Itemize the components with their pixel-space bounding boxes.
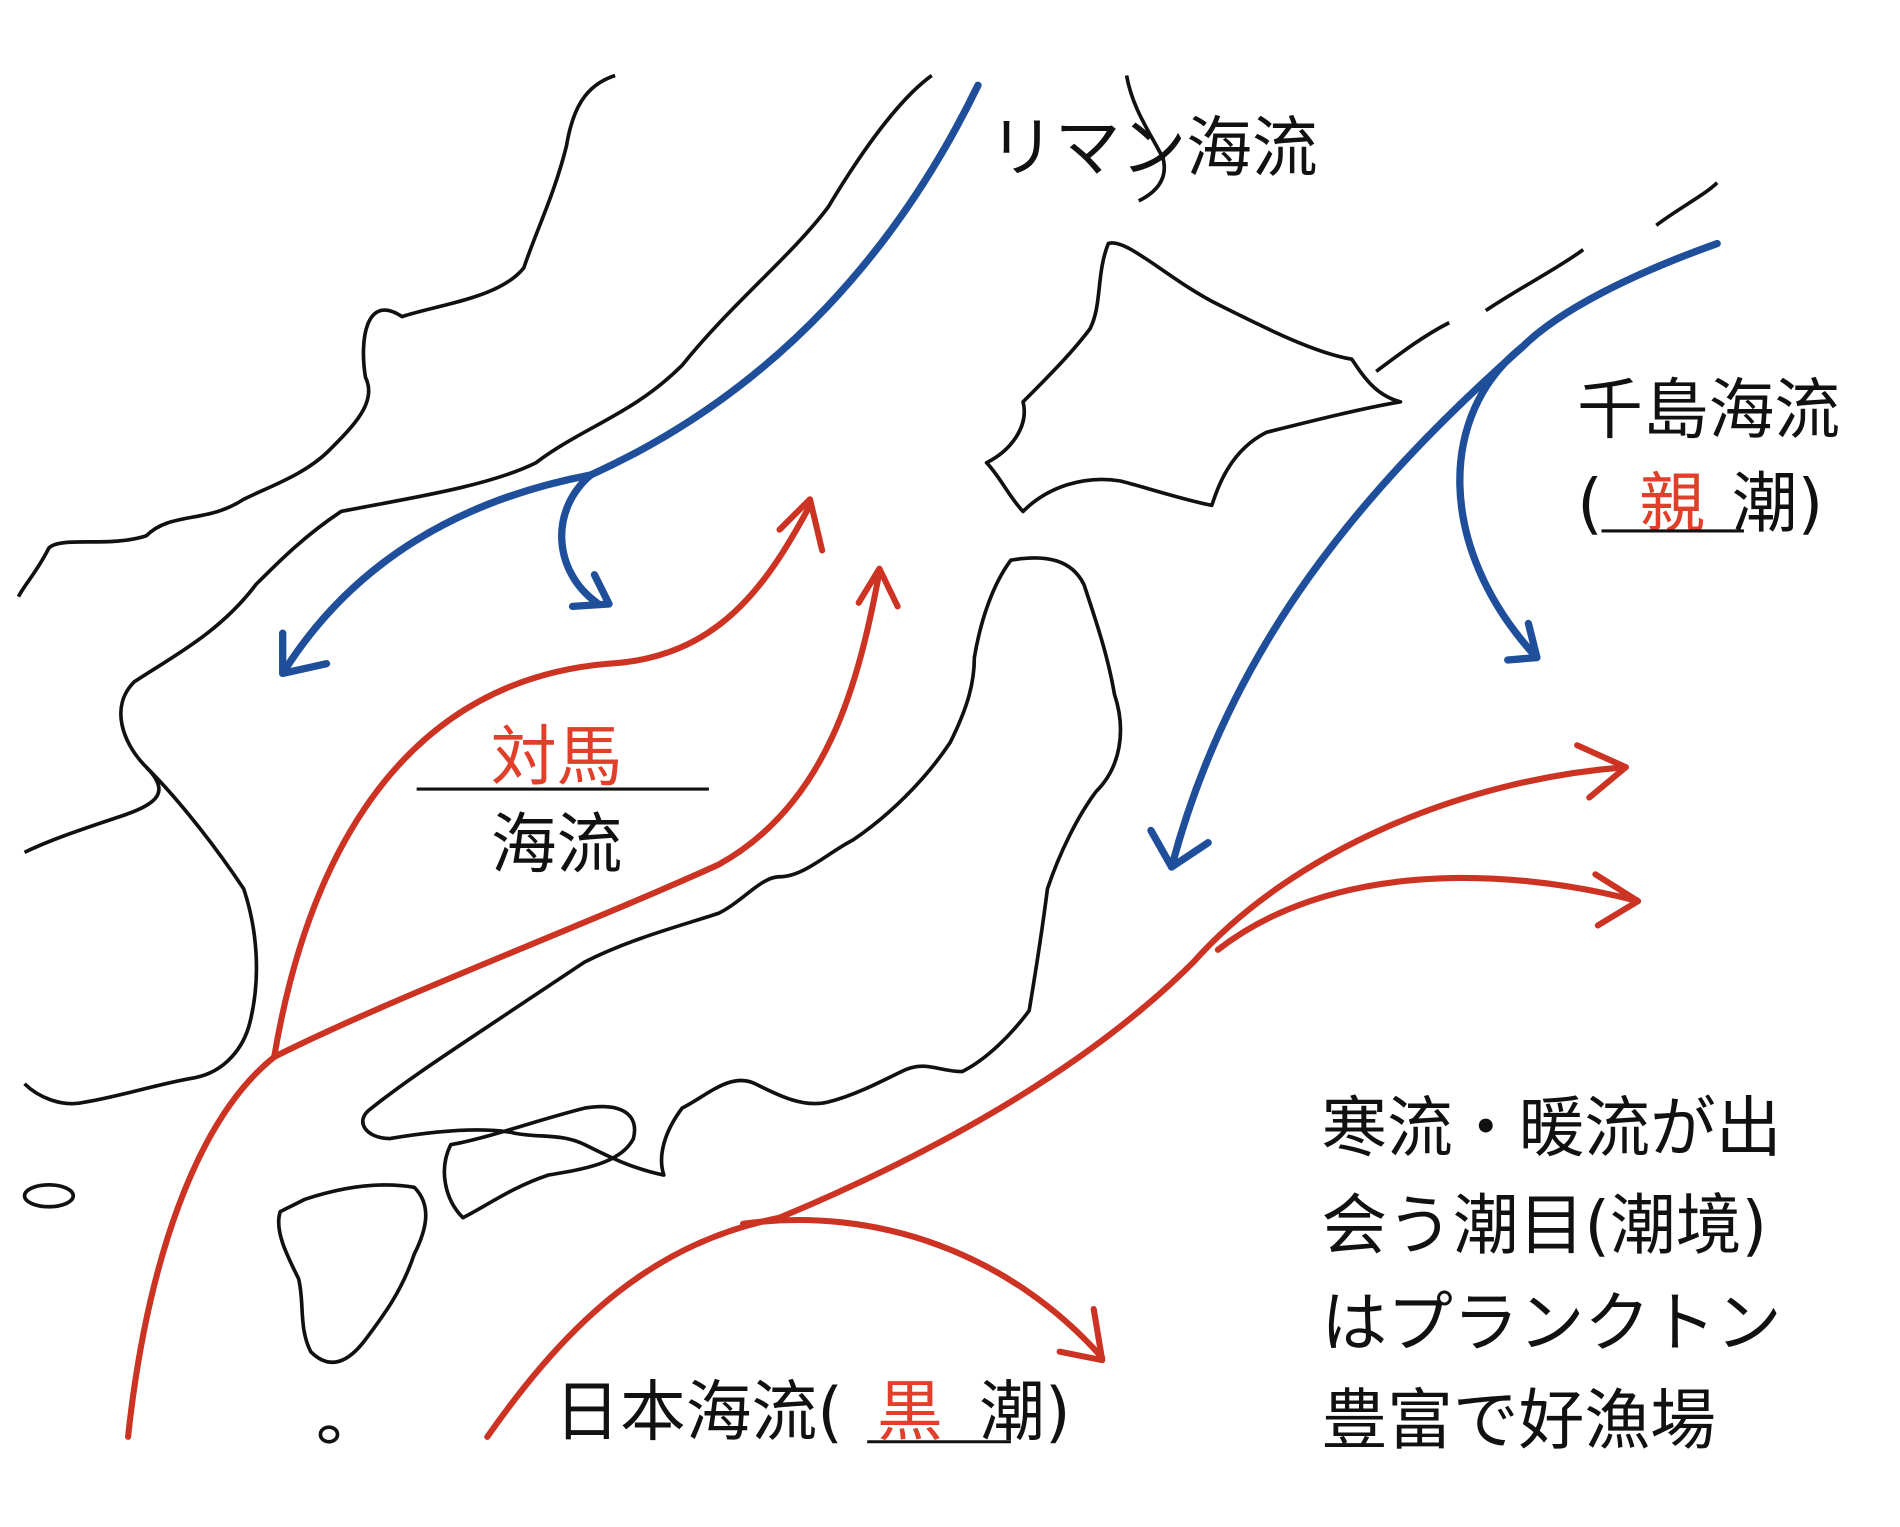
liman-current-line	[587, 81, 982, 479]
liman-current-branch-west	[279, 471, 595, 678]
alias-suffix: 潮)	[1732, 465, 1823, 542]
nihon-current-branch-east	[1214, 874, 1642, 953]
arrowhead	[855, 565, 901, 610]
liman-current-label: リマン海流	[989, 109, 1318, 186]
nihon-label-prefix: 日本海流(	[554, 1373, 843, 1450]
honshu	[361, 556, 1123, 1177]
tsushima-current-label: 海流	[491, 806, 623, 883]
oyashio-answer: 親	[1639, 465, 1705, 542]
chishima-current-line	[1167, 239, 1721, 871]
tsushima-current-trunk	[125, 1053, 278, 1440]
island	[318, 1425, 340, 1444]
arrowhead	[1147, 826, 1212, 871]
oyashio-alias: ( 親潮)	[1577, 465, 1823, 542]
asia-coast-east	[23, 74, 933, 855]
nihon-current-arrows	[484, 742, 1642, 1440]
kuril-islands	[1375, 181, 1719, 373]
arrowhead	[776, 496, 826, 554]
chishima-current-label: 千島海流	[1577, 371, 1840, 448]
note-line: 会う潮目(潮境)	[1321, 1187, 1767, 1264]
note-line: はプランクトン	[1321, 1285, 1781, 1362]
korea-peninsula	[23, 765, 259, 1106]
arrowhead	[568, 571, 613, 611]
liman-current-branch-south	[558, 471, 601, 607]
alias-suffix: 潮)	[979, 1373, 1070, 1450]
paren-open: (	[1577, 465, 1603, 542]
nihon-current-line	[484, 764, 1629, 1440]
hokkaido	[984, 241, 1403, 514]
tsushima-current-arrows	[125, 496, 901, 1440]
arrowhead	[279, 629, 331, 678]
arrowhead	[1504, 619, 1541, 664]
note-block: 寒流・暖流が出 会う潮目(潮境) はプランクトン 豊富で好漁場	[1321, 1090, 1781, 1459]
chishima-current-branch	[1456, 343, 1539, 659]
shikoku	[442, 1104, 637, 1220]
note-line: 寒流・暖流が出	[1321, 1090, 1781, 1167]
note-line: 豊富で好漁場	[1321, 1382, 1715, 1459]
tsushima-current-branch-east	[271, 569, 883, 1061]
sakhalin	[1124, 75, 1167, 203]
tsushima-current-branch-north	[271, 502, 814, 1061]
coastlines	[16, 73, 1719, 1444]
tsushima-answer: 対馬	[491, 718, 623, 795]
nihon-current-branch-south	[739, 1216, 1106, 1361]
island	[22, 1182, 76, 1209]
asia-coast	[16, 73, 616, 598]
arrowhead	[1592, 871, 1642, 929]
nihon-current-label: 日本海流( 黒潮)	[554, 1373, 1070, 1450]
kuroshio-answer: 黒	[877, 1373, 943, 1450]
arrowhead	[1056, 1305, 1106, 1364]
kyushu	[276, 1183, 428, 1364]
liman-current-arrows	[279, 81, 982, 678]
arrowhead	[1574, 742, 1629, 801]
chishima-current-arrows	[1147, 239, 1721, 871]
